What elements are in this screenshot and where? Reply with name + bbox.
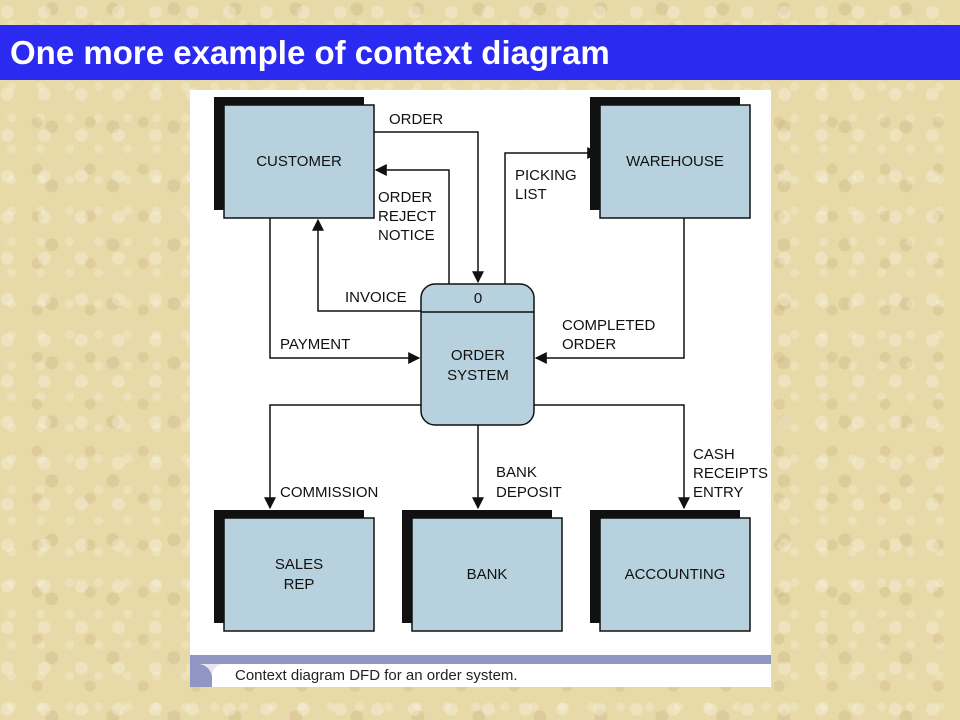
flow-label-line-1: ORDER bbox=[378, 189, 432, 206]
caption-bar: Context diagram DFD for an order system. bbox=[190, 655, 771, 687]
flow-commission: COMMISSION bbox=[264, 404, 421, 510]
flow-invoice: INVOICE bbox=[312, 218, 421, 312]
process-id: 0 bbox=[474, 290, 482, 307]
slide-title: One more example of context diagram bbox=[10, 34, 610, 71]
flow-line bbox=[312, 218, 421, 312]
flow-picking-list: PICKING LIST bbox=[504, 147, 600, 284]
flow-completed-order: COMPLETED ORDER bbox=[534, 218, 685, 364]
flow-payment: PAYMENT bbox=[269, 218, 421, 364]
entity-label-line-2: REP bbox=[284, 576, 315, 593]
flow-label: INVOICE bbox=[345, 289, 407, 306]
entity-accounting: ACCOUNTING bbox=[590, 510, 751, 632]
flow-label: ORDER bbox=[389, 111, 443, 128]
flow-line bbox=[264, 404, 421, 510]
entity-box bbox=[411, 517, 563, 632]
entity-box bbox=[223, 517, 375, 632]
process-name-line-1: ORDER bbox=[451, 347, 505, 364]
entity-box bbox=[223, 104, 375, 219]
entity-label-line-1: SALES bbox=[275, 556, 323, 573]
entity-label: WAREHOUSE bbox=[626, 153, 724, 170]
flow-line bbox=[534, 404, 690, 510]
flow-bank-deposit: BANK DEPOSIT bbox=[472, 425, 562, 510]
flow-label-line-2: REJECT bbox=[378, 208, 436, 225]
slide-title-bar: One more example of context diagram bbox=[0, 25, 960, 80]
flow-line bbox=[374, 131, 484, 284]
flow-line bbox=[534, 218, 685, 364]
flow-label: PAYMENT bbox=[280, 336, 350, 353]
flow-cash-receipts-entry: CASH RECEIPTS ENTRY bbox=[534, 404, 768, 510]
entity-warehouse: WAREHOUSE bbox=[590, 97, 751, 219]
flow-label-line-2: LIST bbox=[515, 186, 547, 203]
flow-line bbox=[374, 164, 450, 284]
flow-label-line-3: ENTRY bbox=[693, 484, 744, 501]
entity-bank: BANK bbox=[402, 510, 563, 632]
entity-box bbox=[599, 104, 751, 219]
context-diagram: CUSTOMER WAREHOUSE SALES REP BANK ACCOUN… bbox=[214, 97, 768, 632]
flow-label-line-1: COMPLETED bbox=[562, 317, 656, 334]
process-name-line-2: SYSTEM bbox=[447, 367, 509, 384]
flow-order-reject-notice: ORDER REJECT NOTICE bbox=[374, 164, 450, 284]
flow-line bbox=[504, 147, 600, 284]
caption-background bbox=[212, 664, 771, 687]
flow-label-line-1: CASH bbox=[693, 446, 735, 463]
entity-label: BANK bbox=[467, 566, 508, 583]
entity-label: ACCOUNTING bbox=[625, 566, 726, 583]
entity-sales-rep: SALES REP bbox=[214, 510, 375, 632]
caption-stripe bbox=[190, 655, 771, 664]
flow-order: ORDER bbox=[374, 111, 484, 284]
flow-label-line-2: ORDER bbox=[562, 336, 616, 353]
flow-line bbox=[269, 218, 421, 364]
flow-label: COMMISSION bbox=[280, 484, 378, 501]
entity-label: CUSTOMER bbox=[256, 153, 342, 170]
entity-box bbox=[599, 517, 751, 632]
caption-notch bbox=[190, 664, 212, 687]
flow-label-line-1: BANK bbox=[496, 464, 537, 481]
flow-label-line-1: PICKING bbox=[515, 167, 577, 184]
flow-label-line-3: NOTICE bbox=[378, 227, 435, 244]
entity-customer: CUSTOMER bbox=[214, 97, 375, 219]
flow-label-line-2: DEPOSIT bbox=[496, 484, 562, 501]
diagram-caption: Context diagram DFD for an order system. bbox=[235, 667, 518, 684]
process-order-system: 0 ORDER SYSTEM bbox=[420, 283, 535, 426]
flow-label-line-2: RECEIPTS bbox=[693, 465, 768, 482]
diagram-panel: CUSTOMER WAREHOUSE SALES REP BANK ACCOUN… bbox=[190, 90, 771, 687]
